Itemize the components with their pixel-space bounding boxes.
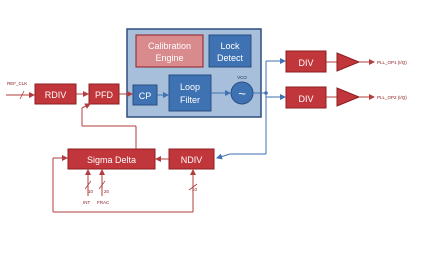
int-label: INT — [83, 200, 91, 205]
int-bus-width: 10 — [88, 189, 94, 194]
loop-filter-label-1: Loop — [180, 82, 200, 92]
div-bottom-label: DIV — [298, 94, 313, 104]
amp-bottom-icon — [336, 87, 361, 107]
int-bus-tick — [84, 180, 92, 190]
amp-top-icon — [336, 52, 361, 72]
frac-bus-tick — [98, 180, 106, 190]
rdiv-label: RDIV — [45, 90, 67, 100]
ref-clk-bus-tick — [19, 90, 25, 100]
lock-detect-label-1: Lock — [220, 41, 240, 51]
calibration-engine-block — [135, 34, 204, 68]
ndiv-bus-width: 10 — [192, 187, 198, 192]
div-top-label: DIV — [298, 58, 313, 68]
vco-label: VCO — [237, 75, 247, 80]
frac-bus-width: 20 — [104, 189, 110, 194]
loop-filter-block — [168, 74, 212, 112]
pfd-label: PFD — [95, 90, 114, 100]
lock-detect-label-2: Detect — [217, 53, 244, 63]
to-ndiv-wire-end — [216, 153, 231, 160]
calibration-engine-label-1: Calibration — [148, 41, 191, 51]
charge-pump-label: CP — [139, 91, 152, 101]
ref-clk-label: REF_CLK — [7, 81, 27, 86]
out1-label: PLL_OP1 (I/Q) — [377, 60, 407, 65]
sigma-delta-block — [67, 148, 156, 170]
lock-detect-block — [208, 34, 252, 68]
loop-filter-label-2: Filter — [180, 95, 200, 105]
out2-label: PLL_OP2 (I/Q) — [377, 95, 407, 100]
calibration-engine-label-2: Engine — [155, 53, 183, 63]
sigma-delta-label: Sigma Delta — [87, 155, 136, 165]
sigma-to-pfd-enter — [81, 103, 91, 109]
vco-tilde-icon: ~ — [238, 86, 246, 101]
ndiv-bus-tick — [188, 183, 198, 191]
ndiv-label: NDIV — [181, 155, 203, 165]
frac-label: FRAC — [97, 200, 110, 205]
